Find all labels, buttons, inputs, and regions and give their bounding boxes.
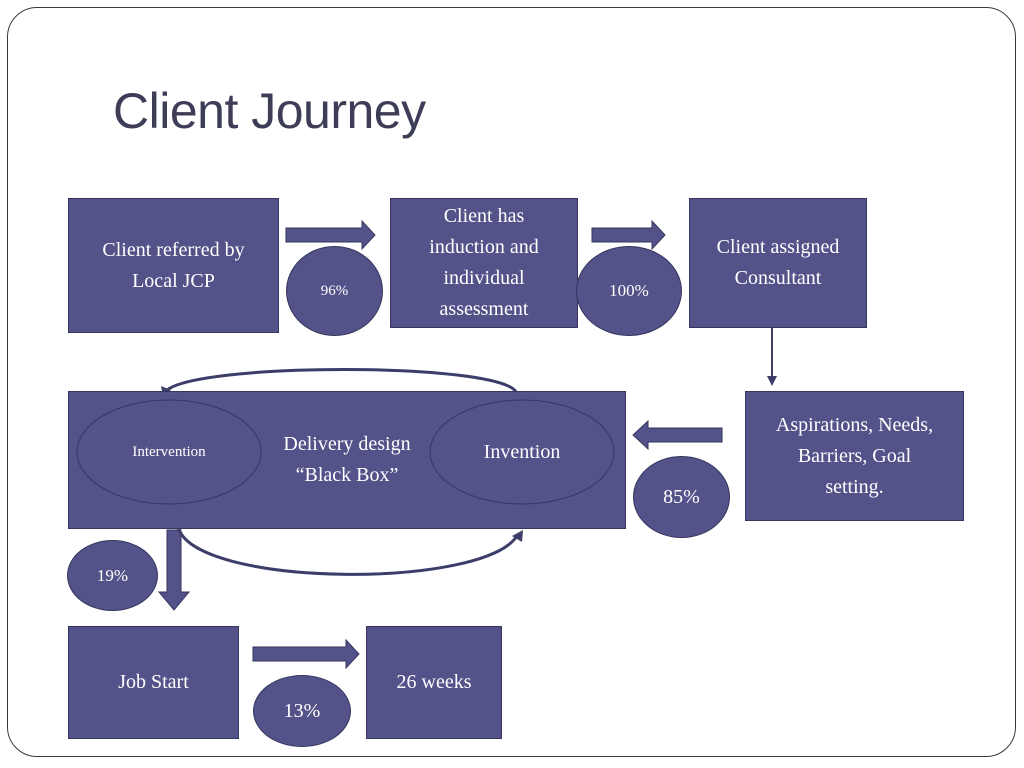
percent-badge-100: 100% [576,246,682,336]
box-client-referred-label: Client referred by Local JCP [102,238,245,292]
ellipse-invention-label: Invention [483,440,561,463]
box-delivery-design-label: Delivery design “Black Box” [283,433,411,486]
box-job-start: Job Start [68,626,239,739]
box-job-start-label: Job Start [118,671,189,693]
percent-badge-96: 96% [286,246,383,336]
box-26-weeks-label: 26 weeks [396,671,472,693]
percent-badge-13: 13% [253,675,351,747]
ellipse-intervention [76,399,262,505]
arrow-referred-to-induction [285,219,376,251]
arrow-aspirations-to-delivery [632,419,723,451]
box-client-induction: Client has induction and individual asse… [390,198,578,328]
slide-frame [7,7,1016,757]
ellipse-invention [429,399,615,505]
box-aspirations-label: Aspirations, Needs, Barriers, Goal setti… [775,413,934,498]
box-aspirations: Aspirations, Needs, Barriers, Goal setti… [745,391,964,521]
loop-arrow-top [163,368,518,394]
ellipse-intervention-label: Intervention [132,443,206,460]
box-26-weeks: 26 weeks [366,626,502,739]
loop-arrow-bottom [176,525,520,576]
box-client-consultant: Client assigned Consultant [689,198,867,328]
arrow-induction-to-consultant [591,219,666,251]
box-client-referred: Client referred by Local JCP [68,198,279,333]
arrow-delivery-to-job-start [157,529,191,611]
percent-badge-19: 19% [67,540,158,611]
slide-title: Client Journey [113,83,426,139]
arrow-job-start-to-weeks [252,638,360,670]
percent-badge-85: 85% [633,456,730,538]
box-client-consultant-label: Client assigned Consultant [716,236,840,289]
box-client-induction-label: Client has induction and individual asse… [429,205,539,320]
